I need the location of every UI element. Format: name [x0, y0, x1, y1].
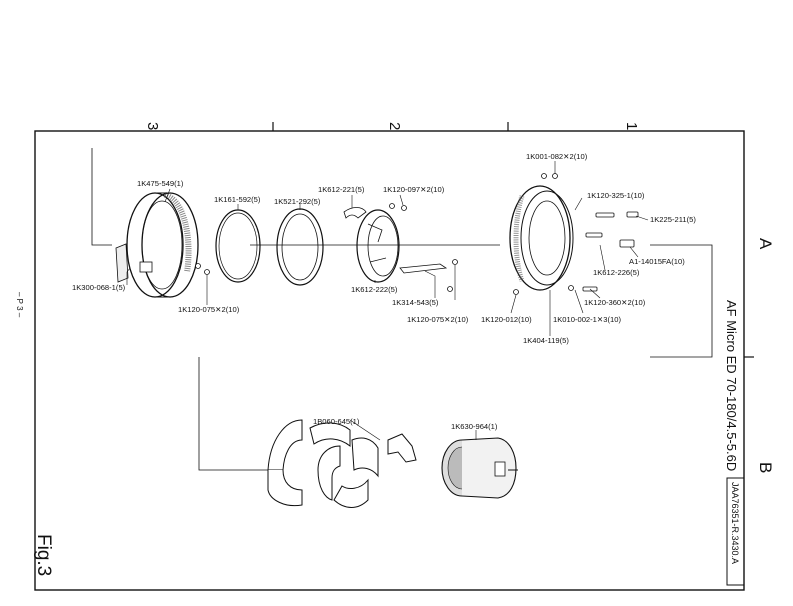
page-number: – P 3 –: [15, 292, 24, 318]
part-label: 1K120-075✕2(10): [407, 315, 469, 324]
part-label: 1K120-325-1(10): [587, 191, 645, 200]
part-label: 1K612-222(5): [351, 285, 398, 294]
part-label: 1K161-592(5): [214, 195, 261, 204]
part-label: 1K612-221(5): [318, 185, 365, 194]
focus-unit-part: [441, 437, 518, 499]
part-label: 1K001-082✕2(10): [526, 152, 588, 161]
row-index-a: A: [756, 238, 775, 250]
part-label: 1K300-068-1(5): [72, 283, 126, 292]
part-label: 1K225-211(5): [650, 215, 696, 224]
part-label: 1K630-964(1): [451, 422, 498, 431]
cam-ring-part: [356, 209, 400, 283]
part-label: 1K120-097✕2(10): [383, 185, 445, 194]
lens-mount-part: [509, 185, 574, 291]
doc-code-box: [726, 477, 745, 586]
small-screws: [195, 173, 574, 295]
spacer-ring-part: [276, 208, 324, 286]
key-plate-part: [343, 207, 367, 219]
part-label: A1-14015FA(10): [629, 257, 685, 266]
drawing-frame: [34, 130, 745, 591]
part-label: 1K010-002-1✕3(10): [553, 315, 621, 324]
part-label: 1K612-226(5): [593, 268, 640, 277]
lever-part: [399, 263, 448, 274]
diagram-title: AF Micro ED 70-180/4.5-5.6D: [724, 300, 739, 471]
barrel-ring-part: [126, 192, 199, 298]
thin-ring-part: [215, 209, 261, 283]
part-label: 1K120-360✕2(10): [584, 298, 646, 307]
part-label: 1K475-549(1): [137, 179, 184, 188]
part-label: 1B060-645(1): [313, 417, 360, 426]
column-index-3: 3: [144, 122, 161, 130]
mount-screws: [582, 211, 639, 292]
cover-plate-part: [115, 243, 129, 283]
optical-axis: [91, 148, 713, 471]
leader-lines: [126, 161, 649, 441]
part-label: 1K404-119(5): [523, 336, 569, 345]
row-index-b: B: [756, 462, 775, 473]
column-index-1: 1: [623, 122, 640, 130]
part-label: 1K120-075✕2(10): [178, 305, 240, 314]
part-label: 1K120-012(10): [481, 315, 532, 324]
doc-code: JAA76351-R.3430.A: [730, 482, 740, 564]
figure-label: Fig.3: [33, 534, 54, 576]
part-label: 1K314-543(5): [392, 298, 439, 307]
column-index-2: 2: [386, 122, 403, 130]
split-sleeve-part: [267, 419, 417, 508]
part-label: 1K521-292(5): [274, 197, 321, 206]
